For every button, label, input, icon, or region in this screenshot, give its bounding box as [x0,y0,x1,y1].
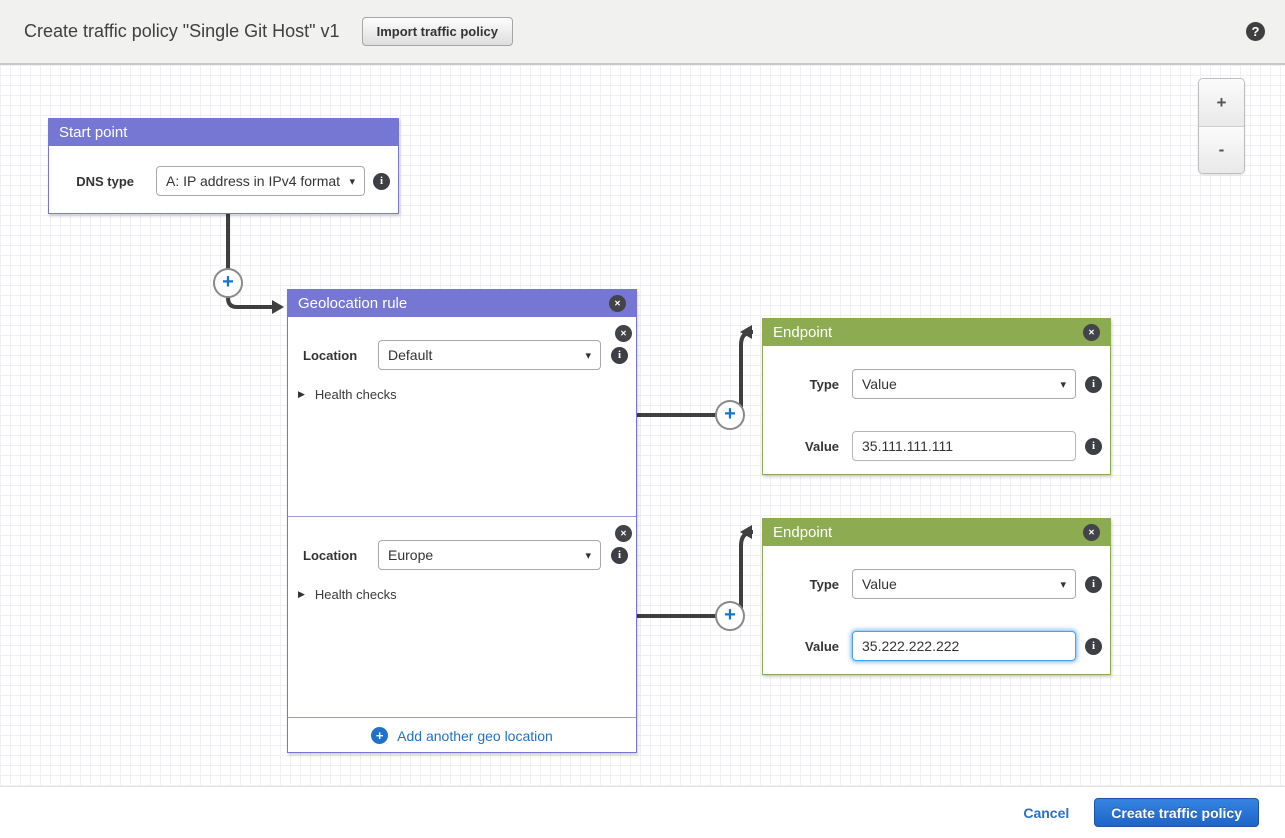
endpoint-header: Endpoint ✕ [763,319,1110,346]
dns-type-info-icon[interactable]: i [373,172,390,190]
endpoint-value-input[interactable] [852,431,1076,461]
start-point-title: Start point [59,124,128,141]
endpoint-value-info-icon[interactable]: i [1085,637,1102,655]
page-title: Create traffic policy "Single Git Host" … [24,21,340,41]
connector-plus-to-endpoint-2 [739,525,754,614]
dns-type-dropdown[interactable]: A: IP address in IPv4 format ▾ [156,166,365,196]
add-plus-icon: + [371,727,389,744]
endpoint-title: Endpoint [773,524,833,541]
add-endpoint-plus-icon-1[interactable]: + [715,400,745,430]
endpoint-value-label: Value [805,438,839,454]
endpoint-type-dropdown[interactable]: Value ▾ [852,569,1076,599]
chevron-down-icon: ▾ [1060,378,1066,391]
location-info-icon[interactable]: i [611,546,628,564]
endpoint-type-selected-value: Value [862,376,897,392]
endpoint-value-label: Value [805,638,839,654]
geo-location-row: ✕ Location Default ▾ i ▶ Health checks [288,317,636,516]
endpoint-value-input-focused[interactable] [852,631,1076,661]
health-checks-expander[interactable]: ▶ Health checks [298,387,397,402]
start-point-node: Start point DNS type A: IP address in IP… [48,118,399,214]
chevron-down-icon: ▾ [349,175,355,188]
cancel-link[interactable]: Cancel [1023,804,1070,821]
canvas-zoom-controls: + - [1198,78,1245,174]
chevron-down-icon: ▾ [585,349,591,362]
zoom-out-button[interactable]: - [1199,126,1244,173]
endpoint-value-info-icon[interactable]: i [1085,437,1102,455]
help-icon[interactable]: ? [1246,22,1265,41]
endpoint-node-2: Endpoint ✕ Type Value ▾ i Value i [762,518,1111,675]
geo-row-close-icon[interactable]: ✕ [615,325,632,342]
zoom-in-button[interactable]: + [1199,79,1244,126]
location-dropdown[interactable]: Europe ▾ [378,540,601,570]
location-label: Location [303,347,358,363]
endpoint-type-info-icon[interactable]: i [1085,375,1102,393]
geolocation-rule-close-icon[interactable]: ✕ [609,295,626,312]
geo-row-close-icon[interactable]: ✕ [615,525,632,542]
health-checks-label: Health checks [314,587,397,602]
connector-lines [226,214,754,618]
chevron-down-icon: ▾ [585,549,591,562]
policy-canvas: + - Start point DNS type A: IP address i… [0,65,1285,786]
connector-start-to-georule [226,214,284,314]
endpoint-header: Endpoint ✕ [763,519,1110,546]
endpoint-type-label: Type [809,576,839,592]
location-selected-value: Default [388,347,433,363]
location-dropdown[interactable]: Default ▾ [378,340,601,370]
geolocation-rule-header: Geolocation rule ✕ [288,290,636,317]
health-checks-expander[interactable]: ▶ Health checks [298,587,397,602]
endpoint-title: Endpoint [773,324,833,341]
chevron-down-icon: ▾ [1060,578,1066,591]
endpoint-close-icon[interactable]: ✕ [1083,524,1100,541]
add-endpoint-plus-icon-2[interactable]: + [715,601,745,631]
endpoint-type-selected-value: Value [862,576,897,592]
add-geo-location-label: Add another geo location [397,727,553,744]
endpoint-type-dropdown[interactable]: Value ▾ [852,369,1076,399]
geolocation-rule-title: Geolocation rule [298,295,408,312]
create-traffic-policy-button[interactable]: Create traffic policy [1094,798,1259,827]
location-info-icon[interactable]: i [611,346,628,364]
connector-plus-to-endpoint-1 [739,325,754,413]
health-checks-label: Health checks [314,387,397,402]
add-rule-plus-icon[interactable]: + [213,268,243,298]
disclosure-triangle-icon: ▶ [298,589,305,599]
location-label: Location [303,547,358,563]
endpoint-node-1: Endpoint ✕ Type Value ▾ i Value i [762,318,1111,475]
dns-type-label: DNS type [76,173,134,189]
bottom-action-bar: Cancel Create traffic policy [0,786,1285,838]
import-traffic-policy-button[interactable]: Import traffic policy [361,17,513,46]
geo-location-row: ✕ Location Europe ▾ i ▶ Health checks [288,516,636,717]
disclosure-triangle-icon: ▶ [298,389,305,399]
endpoint-type-info-icon[interactable]: i [1085,575,1102,593]
location-selected-value: Europe [388,547,434,563]
dns-type-selected-value: A: IP address in IPv4 format [166,173,341,189]
add-geo-location-link[interactable]: + Add another geo location [288,717,636,753]
endpoint-close-icon[interactable]: ✕ [1083,324,1100,341]
top-header-bar: Create traffic policy "Single Git Host" … [0,0,1285,65]
start-point-header: Start point [49,119,398,146]
endpoint-type-label: Type [809,376,839,392]
geolocation-rule-node: Geolocation rule ✕ ✕ Location Default ▾ … [287,289,637,753]
